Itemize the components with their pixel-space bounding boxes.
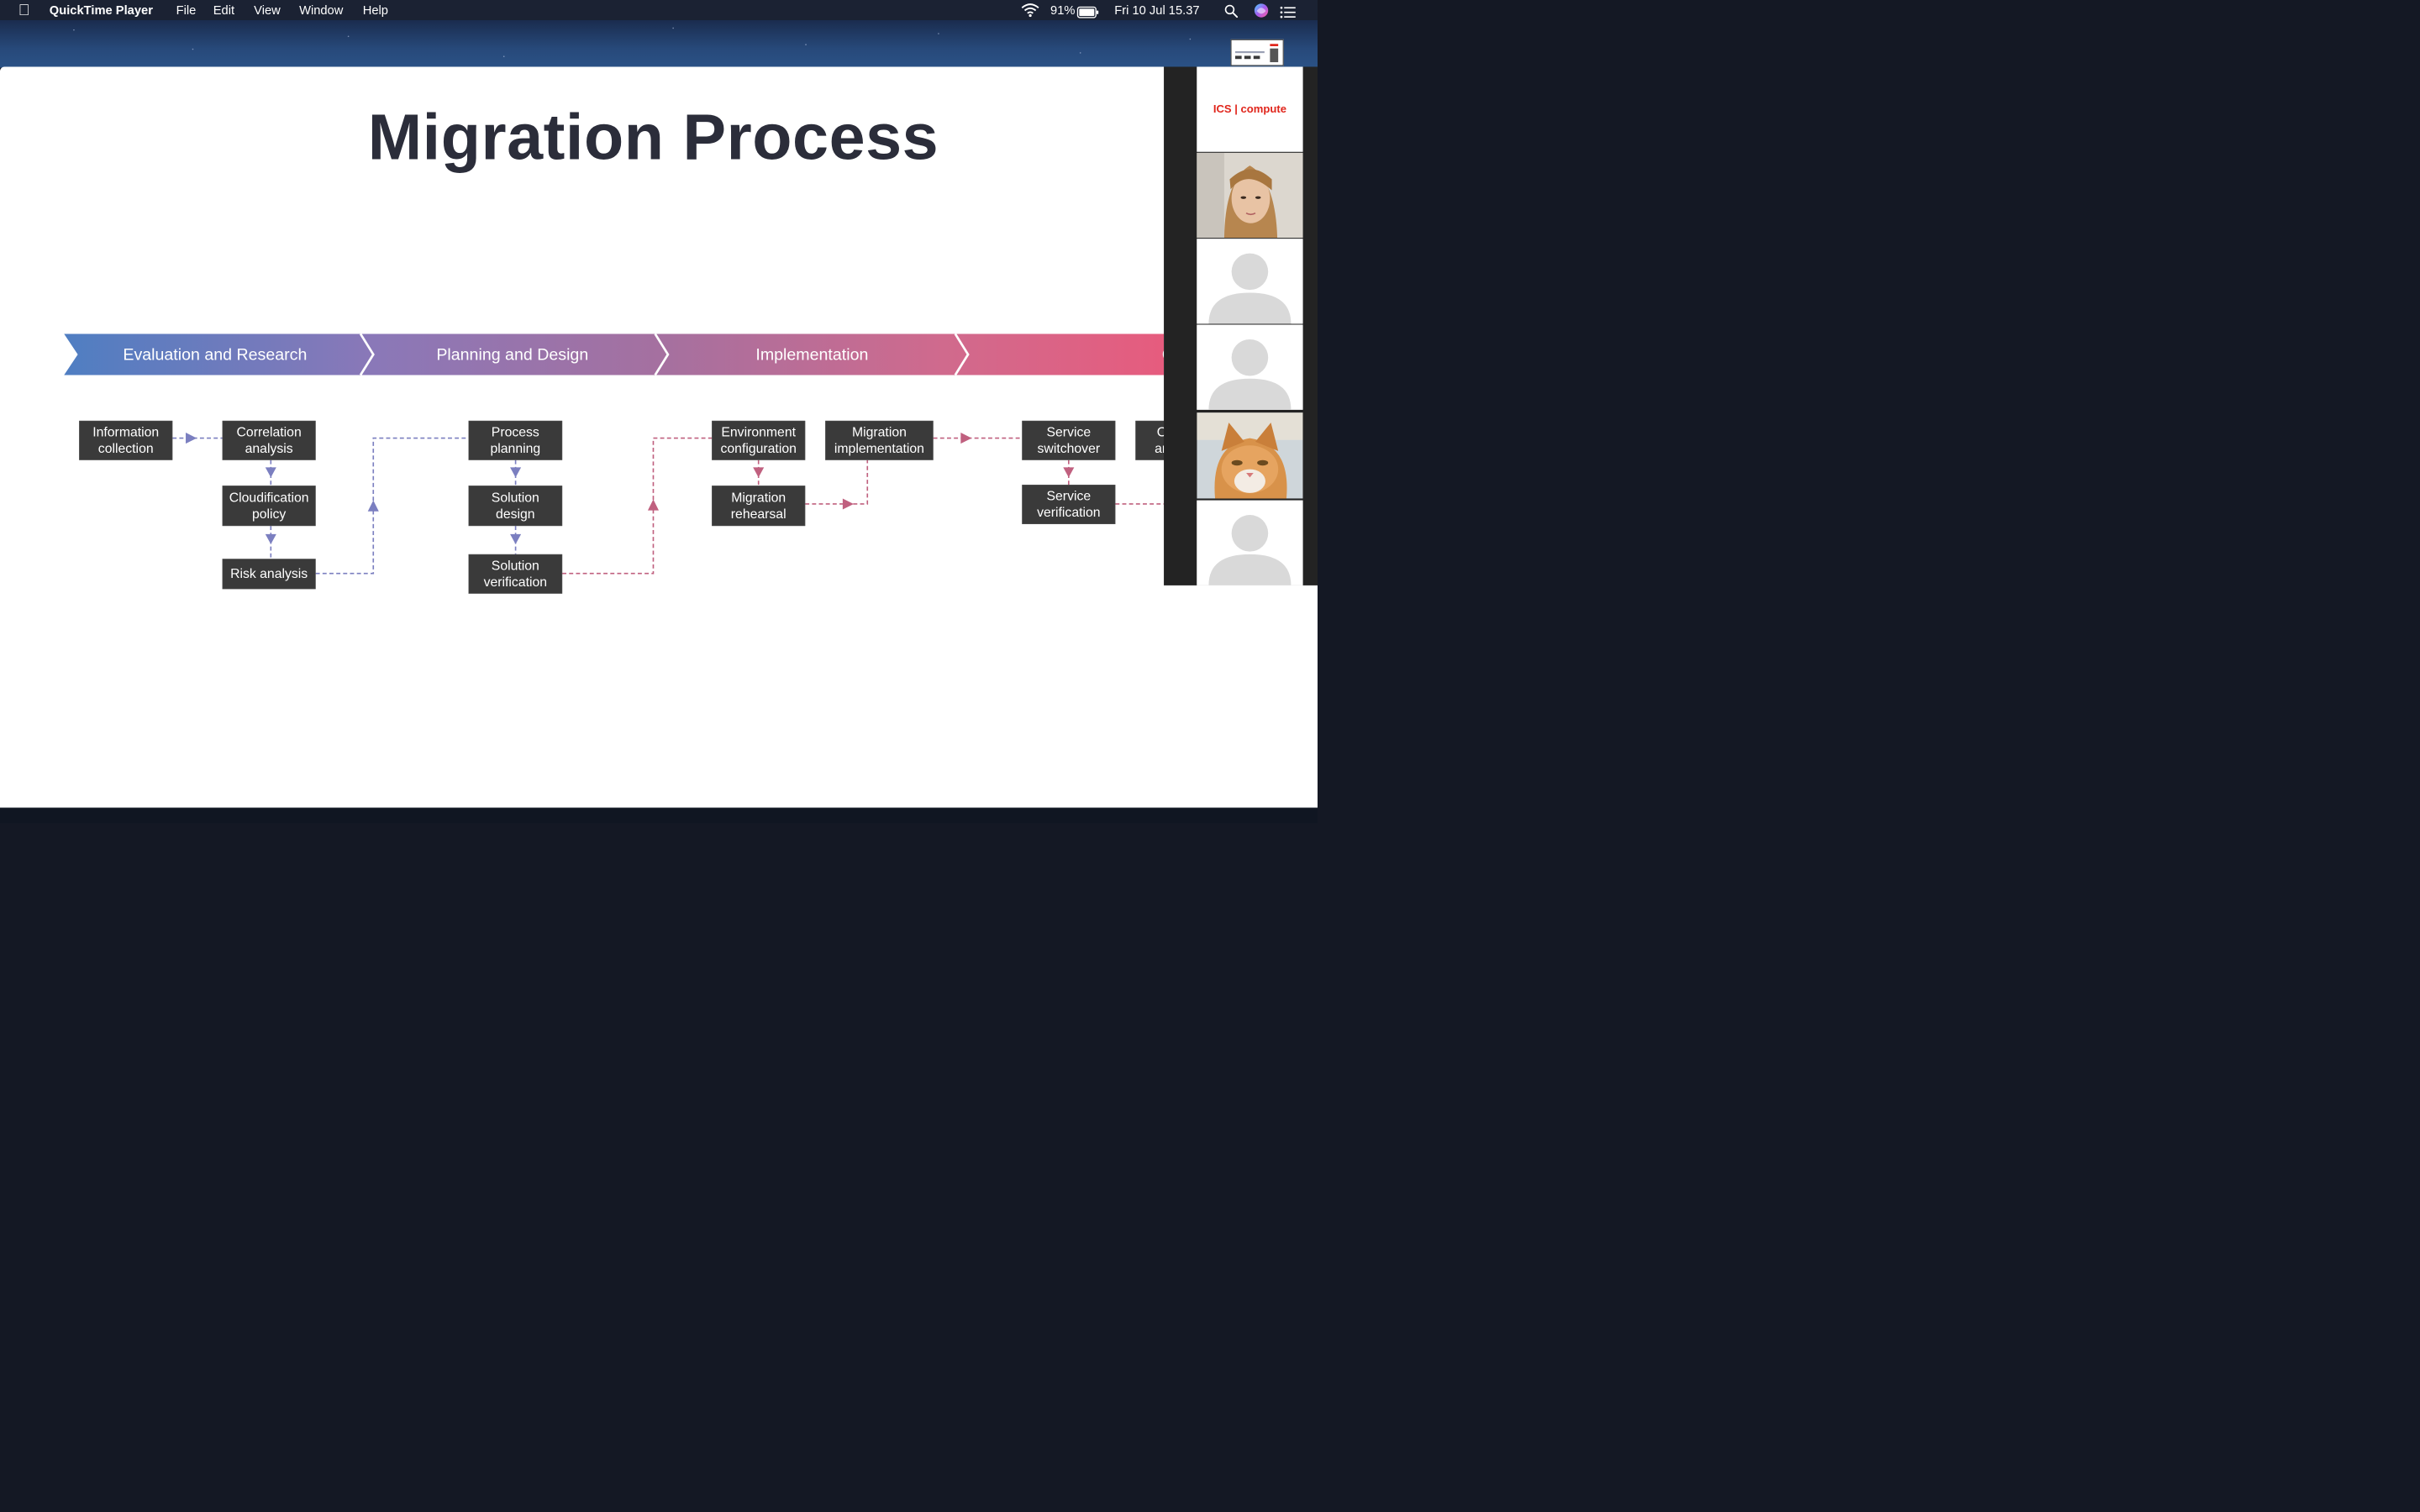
phase-implementation: Implementation	[755, 344, 869, 364]
step-migration-rehearsal: Migration rehearsal	[712, 486, 806, 527]
menu-bar:  QuickTime Player File Edit View Window…	[0, 0, 1318, 20]
participant-video-cat[interactable]	[1197, 412, 1303, 499]
step-migration-implementation: Migration implementation	[825, 420, 934, 460]
desktop-wallpaper	[0, 19, 1318, 68]
menu-window[interactable]: Window	[299, 3, 344, 18]
step-process-planning: Process planning	[468, 420, 563, 460]
menu-file[interactable]: File	[176, 3, 197, 18]
avatar-placeholder-icon	[1197, 324, 1303, 410]
participant-tile-5[interactable]	[1197, 500, 1303, 585]
participant-tile-logo[interactable]: ICS | compute	[1197, 66, 1303, 152]
menu-help[interactable]: Help	[362, 3, 388, 18]
step-service-verification: Service verification	[1022, 485, 1116, 524]
step-service-switchover: Service switchover	[1022, 420, 1116, 460]
phase-chevron-bar	[64, 333, 1165, 375]
step-cloudification-policy: Cloudification policy	[222, 486, 316, 527]
slide-title: Migration Process	[367, 100, 939, 174]
avatar-placeholder-icon	[1197, 500, 1303, 585]
step-information-collection: Information collection	[79, 420, 173, 460]
step-correlation-analysis: Correlation analysis	[222, 420, 316, 460]
siri-icon[interactable]	[1254, 3, 1270, 23]
menu-view[interactable]: View	[254, 3, 281, 18]
participant-video-woman[interactable]	[1197, 152, 1303, 239]
participants-panel: ICS | compute	[1164, 66, 1318, 585]
app-menu-quicktime[interactable]: QuickTime Player	[49, 3, 153, 18]
search-icon[interactable]	[1224, 3, 1239, 24]
datetime[interactable]: Fri 10 Jul 15.37	[1114, 3, 1200, 18]
apple-icon[interactable]: 	[18, 0, 30, 20]
window-bottom-edge	[0, 807, 1318, 823]
ics-compute-logo: ICS | compute	[1213, 102, 1286, 116]
step-risk-analysis: Risk analysis	[222, 559, 316, 590]
participant-tile-2[interactable]	[1197, 239, 1303, 324]
battery-icon[interactable]	[1076, 4, 1099, 24]
menu-edit[interactable]: Edit	[213, 3, 235, 18]
flow-connectors	[172, 433, 1171, 575]
control-center-icon[interactable]	[1280, 4, 1296, 24]
wifi-icon[interactable]	[1021, 3, 1039, 23]
step-solution-design: Solution design	[468, 486, 563, 527]
battery-percent: 91%	[1050, 3, 1076, 18]
phase-evaluation-research: Evaluation and Research	[123, 344, 308, 364]
phase-planning-design: Planning and Design	[436, 344, 589, 364]
avatar-placeholder-icon	[1197, 239, 1303, 324]
step-solution-verification: Solution verification	[468, 554, 563, 594]
step-environment-configuration: Environment configuration	[712, 420, 806, 460]
participant-tile-3[interactable]	[1197, 324, 1303, 410]
screen-share-thumbnail[interactable]	[1230, 39, 1284, 66]
